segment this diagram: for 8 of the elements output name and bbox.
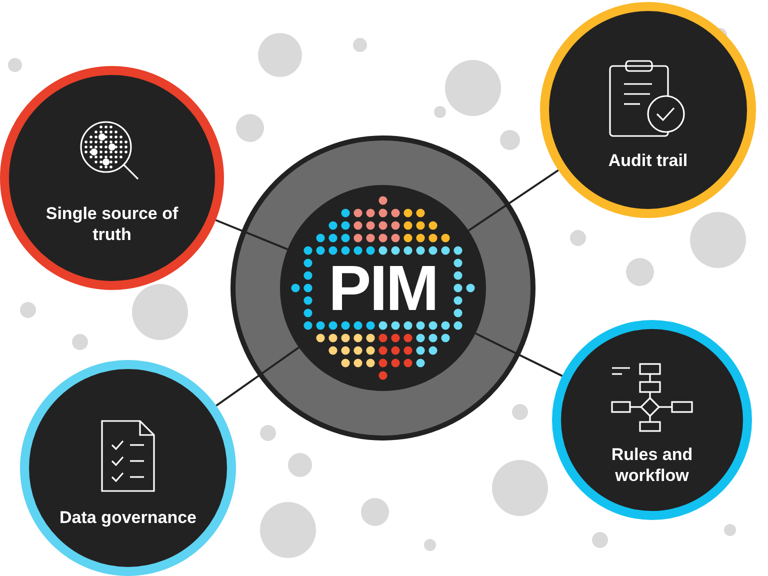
- connector-line: [216, 346, 300, 407]
- connector-line: [468, 169, 559, 232]
- topic-label: Single source of truth: [44, 203, 180, 245]
- topic-label: Data governance: [58, 506, 198, 528]
- connector-line: [475, 332, 563, 377]
- hub-title: PIM: [328, 256, 438, 320]
- topic-label: Rules and workflow: [610, 444, 694, 486]
- topic-label: Audit trail: [607, 150, 689, 170]
